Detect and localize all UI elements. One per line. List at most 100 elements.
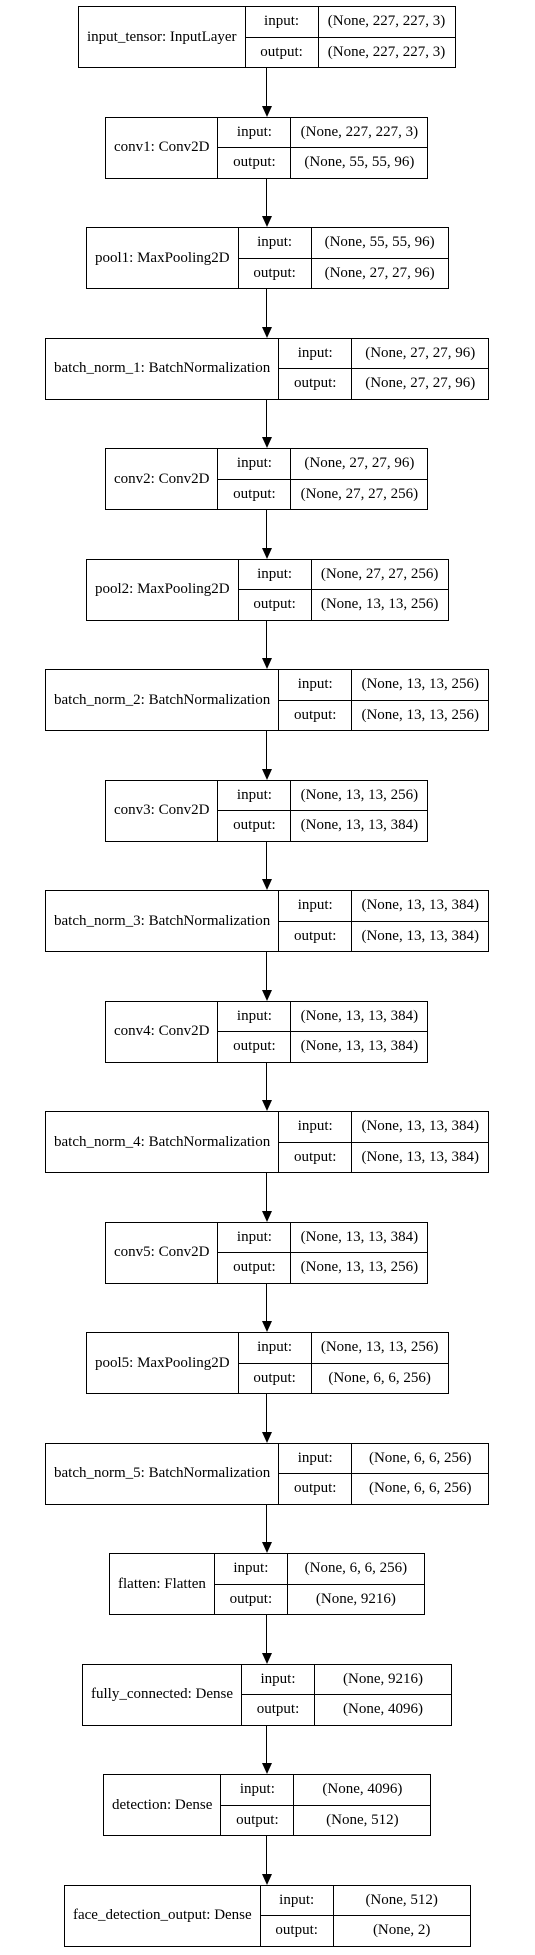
io-label-column: input:output: — [279, 1443, 353, 1504]
input-shape: (None, 227, 227, 3) — [291, 118, 428, 148]
input-shape: (None, 13, 13, 384) — [352, 891, 489, 922]
io-label-column: input:output: — [214, 1554, 288, 1614]
connector-line — [266, 1504, 268, 1542]
connector-line — [266, 1394, 268, 1432]
io-value-column: (None, 13, 13, 384)(None, 13, 13, 384) — [291, 1002, 428, 1062]
output-shape: (None, 6, 6, 256) — [368, 1480, 472, 1497]
io-value-column: (None, 9216)(None, 4096) — [315, 1665, 452, 1725]
io-label-column: input:output: — [221, 1775, 295, 1835]
input-shape: (None, 13, 13, 256) — [311, 1333, 448, 1364]
io-label-column: input:output: — [218, 449, 292, 509]
output-label: output: — [293, 706, 337, 723]
io-label-column: input:output: — [279, 1112, 353, 1172]
input-label: input: — [279, 891, 352, 922]
layer-name: pool2: MaxPooling2D — [87, 559, 239, 620]
io-value-column: (None, 6, 6, 256) (None, 6, 6, 256) — [352, 1444, 489, 1504]
io-value-column: (None, 227, 227, 3) (None, 55, 55, 96) — [291, 118, 428, 178]
output-label: output: — [236, 1811, 279, 1828]
io-label-column: input:output: — [279, 338, 353, 399]
connector-line — [266, 178, 268, 216]
layer-name: batch_norm_5: BatchNormalization — [46, 1443, 280, 1504]
layer-name: pool5: MaxPooling2D — [87, 1333, 239, 1393]
io-value-column: (None, 227, 227, 3)(None, 227, 227, 3) — [318, 7, 455, 67]
output-shape: (None, 6, 6, 256) — [328, 1369, 431, 1386]
input-label: input: — [279, 1112, 352, 1143]
arrowhead-icon — [262, 1210, 272, 1222]
input-shape: (None, 27, 27, 96) — [352, 339, 489, 369]
connector-line — [266, 68, 268, 106]
output-shape: (None, 13, 13, 256) — [320, 596, 439, 613]
arrowhead-icon — [262, 105, 272, 117]
output-shape: (None, 4096) — [343, 1701, 424, 1718]
layer-name: fully_connected: Dense — [83, 1664, 243, 1725]
layer-name: flatten: Flatten — [110, 1554, 215, 1614]
layer-name: batch_norm_2: BatchNormalization — [46, 670, 280, 730]
io-value-column: (None, 13, 13, 256)(None, 13, 13, 384) — [291, 781, 428, 841]
output-label: output: — [293, 927, 337, 944]
connector-line — [266, 1283, 268, 1321]
input-shape: (None, 27, 27, 256) — [311, 560, 448, 590]
input-label: input: — [218, 781, 291, 811]
output-shape: (None, 55, 55, 96) — [304, 154, 415, 171]
input-label: input: — [245, 7, 318, 38]
connector-line — [266, 841, 268, 879]
input-label: input: — [260, 1886, 333, 1916]
io-value-column: (None, 13, 13, 256)(None, 13, 13, 256) — [352, 670, 489, 730]
input-shape: (None, 227, 227, 3) — [318, 7, 455, 38]
output-shape: (None, 13, 13, 384) — [300, 817, 419, 834]
input-label: input: — [218, 1002, 291, 1032]
output-label: output: — [229, 1590, 273, 1607]
arrowhead-icon — [262, 768, 272, 780]
layer-name: batch_norm_3: BatchNormalization — [46, 891, 280, 951]
output-label: output: — [253, 596, 296, 613]
arrowhead-icon — [262, 1542, 272, 1553]
arrowhead-icon — [262, 989, 272, 1001]
input-label: input: — [218, 118, 291, 148]
output-shape: (None, 512) — [326, 1811, 399, 1828]
output-label: output: — [260, 43, 303, 60]
io-label-column: input:output: — [218, 1001, 292, 1062]
io-value-column: (None, 13, 13, 256) (None, 6, 6, 256) — [311, 1333, 448, 1393]
output-shape: (None, 13, 13, 384) — [361, 927, 479, 944]
io-value-column: (None, 13, 13, 384) (None, 13, 13, 384) — [352, 891, 489, 951]
io-value-column: (None, 13, 13, 384)(None, 13, 13, 384) — [352, 1112, 489, 1172]
input-shape: (None, 6, 6, 256) — [287, 1554, 424, 1585]
layer-name: conv4: Conv2D — [106, 1001, 219, 1062]
input-label: input: — [238, 228, 311, 259]
input-shape: (None, 6, 6, 256) — [352, 1444, 489, 1474]
input-shape: (None, 13, 13, 384) — [291, 1002, 428, 1032]
layer-name: input_tensor: InputLayer — [79, 7, 246, 67]
connector-line — [266, 1615, 268, 1653]
io-label-column: input:output: — [260, 1885, 334, 1946]
layer-name: conv1: Conv2D — [106, 117, 219, 178]
connector-line — [266, 1173, 268, 1211]
layer-name: conv2: Conv2D — [106, 449, 219, 509]
layer-name: conv5: Conv2D — [106, 1222, 219, 1283]
output-label: output: — [253, 264, 296, 281]
arrowhead-icon — [262, 437, 272, 448]
output-shape: (None, 27, 27, 256) — [300, 485, 419, 502]
connector-line — [266, 399, 268, 437]
io-label-column: input: output: — [238, 228, 312, 288]
arrowhead-icon — [262, 1873, 272, 1885]
output-shape: (None, 13, 13, 384) — [361, 1148, 479, 1165]
io-value-column: (None, 27, 27, 256) (None, 13, 13, 256) — [311, 560, 448, 620]
connector-line — [266, 1062, 268, 1100]
connector-line — [266, 620, 268, 658]
layer-name: batch_norm_4: BatchNormalization — [46, 1112, 280, 1172]
input-label: input: — [279, 339, 352, 369]
arrowhead-icon — [262, 1100, 272, 1111]
input-shape: (None, 512) — [333, 1886, 470, 1916]
connector-line — [266, 1836, 268, 1874]
output-shape: (None, 27, 27, 96) — [324, 264, 435, 281]
